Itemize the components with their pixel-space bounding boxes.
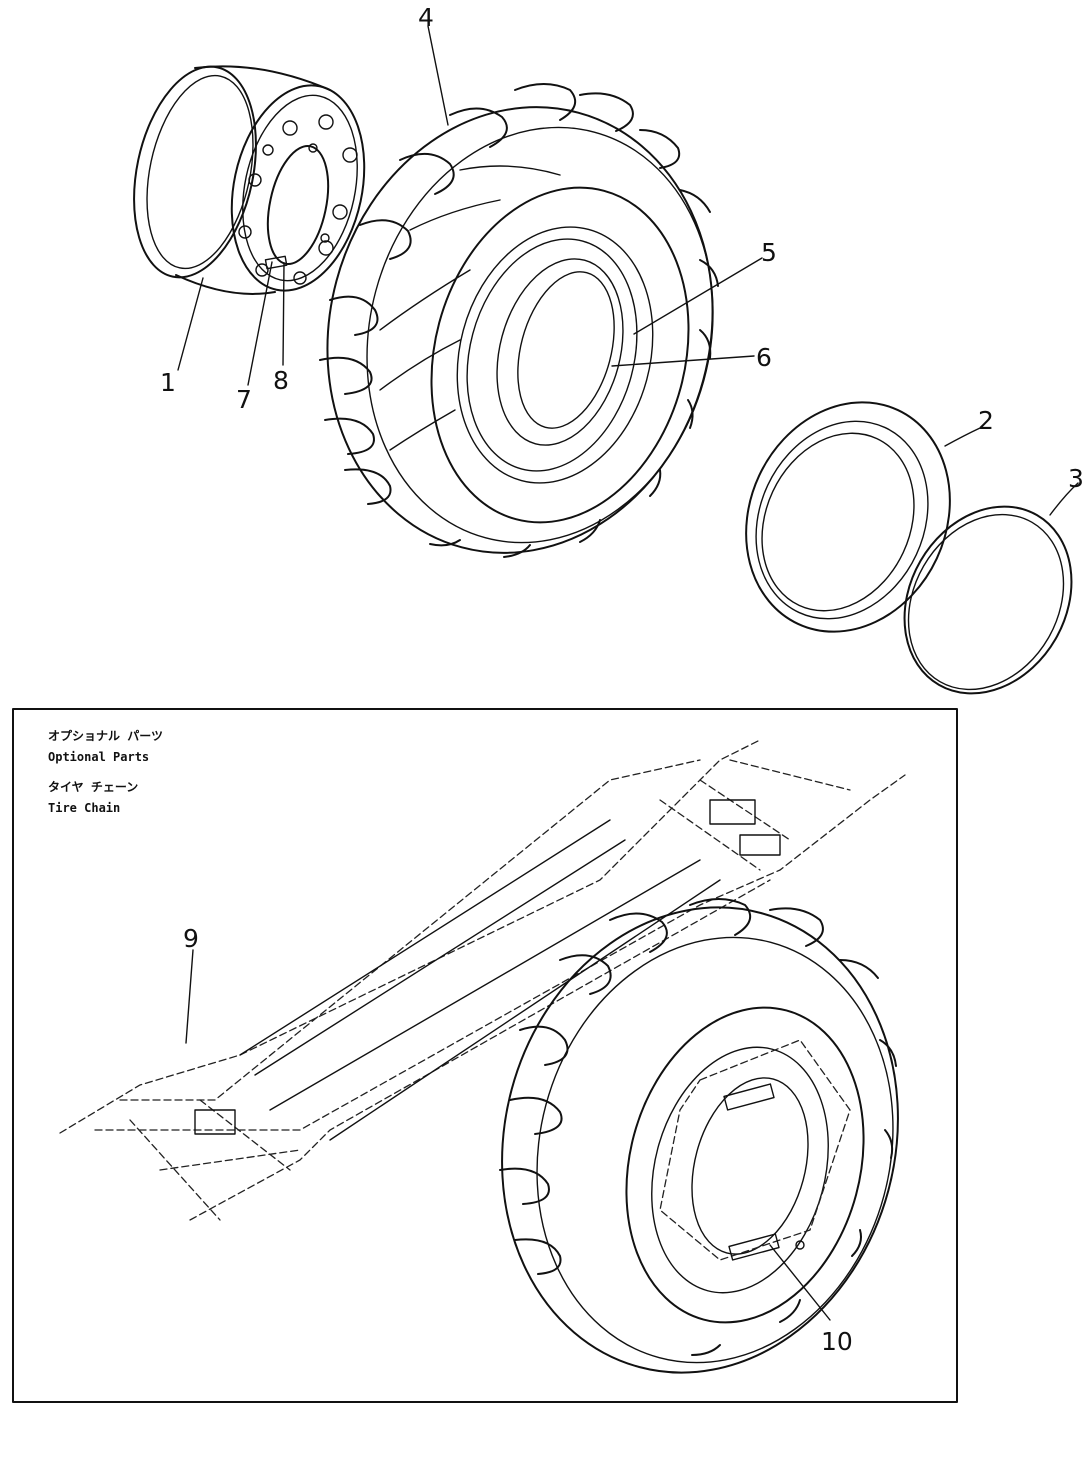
wheel-rim xyxy=(133,65,366,295)
tire-with-chain xyxy=(499,898,899,1374)
optional-parts-box xyxy=(12,708,958,1403)
tire-chain xyxy=(59,739,906,1221)
callout-4: 4 xyxy=(418,3,434,32)
callout-7: 7 xyxy=(236,385,252,414)
leader-lines-upper xyxy=(177,25,1079,516)
tire-chain-jp-label: タイヤ チェーン xyxy=(48,780,138,794)
side-ring xyxy=(745,401,951,633)
lock-ring xyxy=(903,505,1073,695)
callout-8: 8 xyxy=(273,366,289,395)
callout-3: 3 xyxy=(1068,464,1084,493)
callout-1: 1 xyxy=(160,368,176,397)
optional-parts-jp-label: オプショナル パーツ xyxy=(48,728,163,743)
tire-chain-en-label: Tire Chain xyxy=(48,801,120,815)
callout-2: 2 xyxy=(978,406,994,435)
tire xyxy=(319,83,719,558)
callout-9: 9 xyxy=(183,924,199,953)
leader-lines-lower xyxy=(185,949,831,1321)
callout-6: 6 xyxy=(756,343,772,372)
optional-parts-en-label: Optional Parts xyxy=(48,750,149,764)
callout-5: 5 xyxy=(761,238,777,267)
callout-10: 10 xyxy=(821,1327,853,1356)
